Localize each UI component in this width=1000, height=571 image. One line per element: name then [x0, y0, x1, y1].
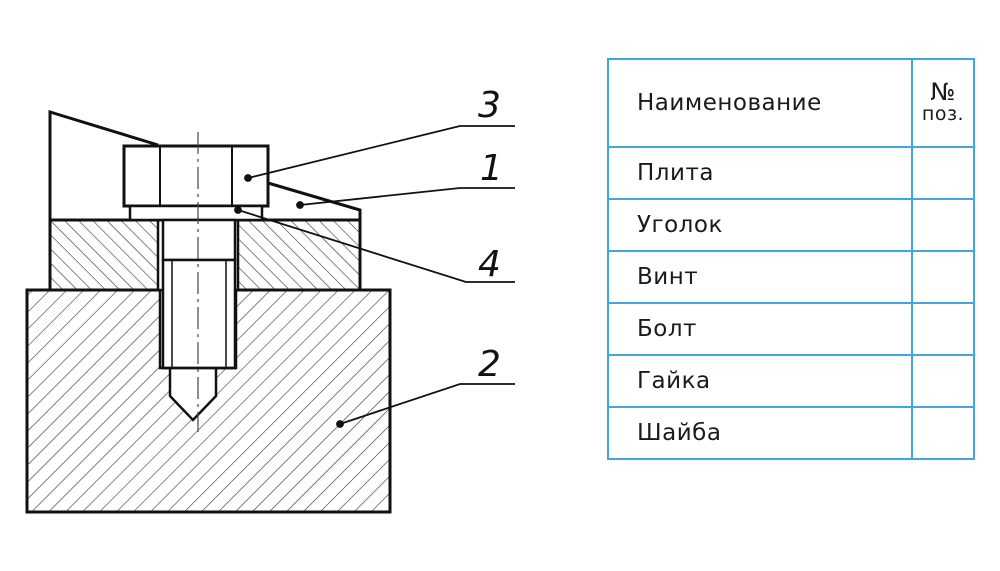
position-input-cell[interactable]	[911, 406, 975, 460]
number-sign: №	[930, 78, 956, 106]
leader-lines	[234, 125, 515, 428]
part-name: Плита	[607, 146, 913, 200]
position-input-cell[interactable]	[911, 146, 975, 200]
part-name: Гайка	[607, 354, 913, 408]
table-row: Винт	[607, 250, 975, 304]
callout-1: 1	[480, 148, 503, 189]
position-input-cell[interactable]	[911, 250, 975, 304]
header-name: Наименование	[607, 58, 913, 148]
parts-table: Наименование № поз. Плита Уголок Винт Бо…	[607, 58, 975, 460]
table-row: Гайка	[607, 354, 975, 408]
callout-3: 3	[478, 85, 501, 126]
table-row: Уголок	[607, 198, 975, 252]
part-name: Шайба	[607, 406, 913, 460]
position-input-cell[interactable]	[911, 198, 975, 252]
table-header-row: Наименование № поз.	[607, 58, 975, 148]
callout-2: 2	[478, 344, 501, 385]
part-name: Винт	[607, 250, 913, 304]
part-name: Болт	[607, 302, 913, 356]
bolt-part	[122, 144, 270, 370]
table-row: Шайба	[607, 406, 975, 460]
header-position: № поз.	[911, 58, 975, 148]
position-input-cell[interactable]	[911, 302, 975, 356]
callout-4: 4	[478, 244, 501, 285]
table-row: Болт	[607, 302, 975, 356]
part-name: Уголок	[607, 198, 913, 252]
position-input-cell[interactable]	[911, 354, 975, 408]
table-row: Плита	[607, 146, 975, 200]
position-abbr: поз.	[921, 103, 965, 125]
